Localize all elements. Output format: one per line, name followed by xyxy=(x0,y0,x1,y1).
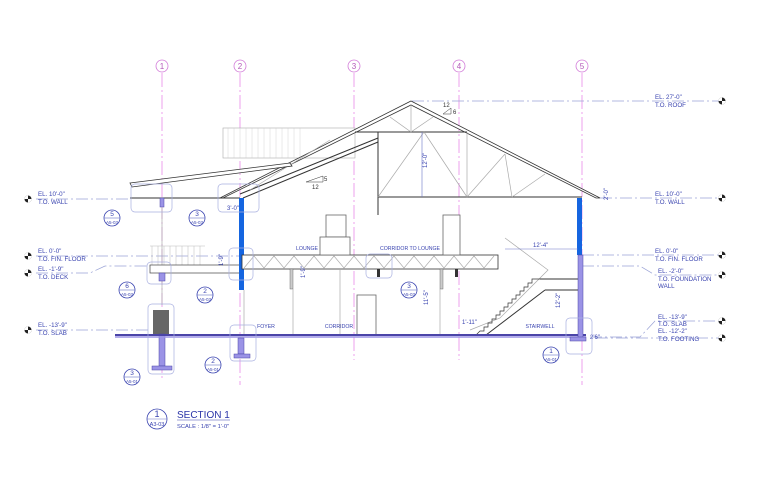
svg-text:A5-03: A5-03 xyxy=(106,220,119,225)
room-label-corridor: CORRIDOR xyxy=(325,324,353,330)
level-floor-left-el: EL. 0'-0" xyxy=(38,248,61,255)
level-marker-icon xyxy=(24,252,32,260)
svg-text:A5-03: A5-03 xyxy=(403,292,416,297)
svg-text:2'-0": 2'-0" xyxy=(604,188,610,200)
building-section xyxy=(115,100,601,371)
grid-lines xyxy=(161,73,583,385)
svg-text:A3-03: A3-03 xyxy=(150,422,165,428)
level-roof-el: EL. 27'-0" xyxy=(655,94,682,101)
detail-callout[interactable]: 2A5-01 xyxy=(204,356,222,374)
level-marker-icon xyxy=(718,317,726,325)
level-slab-left-el: EL. -13'-9" xyxy=(38,322,67,329)
svg-text:2: 2 xyxy=(238,62,243,71)
svg-text:1: 1 xyxy=(549,348,553,355)
room-label-foyer: FOYER xyxy=(257,324,275,330)
svg-text:A5-03: A5-03 xyxy=(121,292,134,297)
level-slab-left-name: T.O. SLAB xyxy=(38,330,67,337)
level-slab-right-name: T.O. SLAB xyxy=(658,321,687,328)
svg-text:6: 6 xyxy=(125,283,129,290)
svg-text:12'-0": 12'-0" xyxy=(423,153,429,168)
svg-text:3: 3 xyxy=(352,62,357,71)
grid-bubble-5[interactable]: 5 xyxy=(575,59,589,73)
svg-text:A5-01: A5-01 xyxy=(207,367,220,372)
level-marker-icon xyxy=(718,194,726,202)
svg-text:2: 2 xyxy=(203,288,207,295)
detail-callout[interactable]: 2A5-03 xyxy=(196,286,214,304)
svg-text:1'-9": 1'-9" xyxy=(301,266,307,278)
svg-text:2: 2 xyxy=(211,358,215,365)
detail-callout[interactable]: 3A5-01 xyxy=(123,368,141,386)
level-roof-name: T.O. ROOF xyxy=(655,102,686,109)
svg-text:1: 1 xyxy=(154,409,159,419)
svg-text:5: 5 xyxy=(324,177,328,183)
level-footing-name: T.O. FOOTING xyxy=(658,336,699,343)
svg-text:12: 12 xyxy=(312,185,319,191)
detail-callout[interactable]: 1A5-01 xyxy=(542,346,560,364)
dimensions: 12'-0" 3'-0" 2'-0" 12'-4" 1'-9" 11'-5" 1… xyxy=(219,132,610,341)
slope-symbol-lower: 5 12 xyxy=(305,175,328,191)
level-wall-right-el: EL. 10'-0" xyxy=(655,191,682,198)
room-label-corridor-to-lounge: CORRIDOR TO LOUNGE xyxy=(380,246,441,252)
svg-text:12'-4": 12'-4" xyxy=(533,243,548,249)
level-marker-icons xyxy=(24,97,726,342)
level-foundation-name: T.O. FOUNDATION xyxy=(658,276,712,283)
section-scale-text: SCALE : 1/8" = 1'-0" xyxy=(177,424,229,430)
level-marker-icon xyxy=(24,326,32,334)
level-marker-icon xyxy=(718,334,726,342)
slope-symbol-main: 12 6 xyxy=(442,103,457,116)
level-foundation-name2: WALL xyxy=(658,283,675,290)
grid-bubble-1[interactable]: 1 xyxy=(155,59,169,73)
grid-bubble-4[interactable]: 4 xyxy=(452,59,466,73)
svg-text:12'-2": 12'-2" xyxy=(556,293,562,308)
level-marker-icon xyxy=(718,251,726,259)
detail-callout[interactable]: 6A5-03 xyxy=(118,281,136,299)
level-floor-left-name: T.O. FIN. FLOOR xyxy=(38,256,86,263)
detail-callout[interactable]: 3A5-03 xyxy=(400,281,418,299)
grid-bubble-3[interactable]: 3 xyxy=(347,59,361,73)
level-labels: EL. 27'-0" T.O. ROOF EL. 10'-0" T.O. WAL… xyxy=(38,94,712,343)
level-marker-icon xyxy=(718,271,726,279)
level-marker-icon xyxy=(718,97,726,105)
svg-text:A5-03: A5-03 xyxy=(191,220,204,225)
svg-text:A5-01: A5-01 xyxy=(126,379,139,384)
level-marker-icon xyxy=(24,195,32,203)
svg-text:5: 5 xyxy=(580,62,585,71)
svg-text:3: 3 xyxy=(407,283,411,290)
detail-callout[interactable]: 5A5-03 xyxy=(103,209,121,227)
svg-text:3: 3 xyxy=(130,370,134,377)
svg-text:1'-11": 1'-11" xyxy=(462,320,477,326)
svg-text:12: 12 xyxy=(443,103,450,109)
level-deck-el: EL. -1'-9" xyxy=(38,266,63,273)
level-wall-left-name: T.O. WALL xyxy=(38,199,68,206)
level-floor-right-name: T.O. FIN. FLOOR xyxy=(655,256,703,263)
svg-text:A5-01: A5-01 xyxy=(545,357,558,362)
detail-boxes xyxy=(130,183,593,375)
svg-text:1: 1 xyxy=(160,62,165,71)
level-floor-right-el: EL. 0'-0" xyxy=(655,248,678,255)
svg-text:A5-03: A5-03 xyxy=(199,297,212,302)
level-lines xyxy=(36,100,720,339)
section-title[interactable]: 1 A3-03 SECTION 1 SCALE : 1/8" = 1'-0" xyxy=(146,408,230,430)
svg-text:5: 5 xyxy=(110,211,114,218)
level-wall-right-name: T.O. WALL xyxy=(655,199,685,206)
level-footing-el: EL. -12'-2" xyxy=(658,328,687,335)
svg-text:3: 3 xyxy=(195,211,199,218)
svg-text:4: 4 xyxy=(457,62,462,71)
level-foundation-el: EL. -2'-0" xyxy=(658,268,683,275)
svg-text:1'-9": 1'-9" xyxy=(219,254,225,266)
level-slab-right-el: EL. -13'-9" xyxy=(658,314,687,321)
detail-callout[interactable]: 3A5-03 xyxy=(188,209,206,227)
grid-bubble-2[interactable]: 2 xyxy=(233,59,247,73)
svg-text:3'-0": 3'-0" xyxy=(227,206,239,212)
level-wall-left-el: EL. 10'-0" xyxy=(38,191,65,198)
level-marker-icon xyxy=(24,269,32,277)
level-deck-name: T.O. DECK xyxy=(38,274,69,281)
svg-text:11'-5": 11'-5" xyxy=(424,290,430,305)
svg-text:6: 6 xyxy=(453,110,457,116)
room-label-lounge: LOUNGE xyxy=(296,246,318,252)
section-title-text: SECTION 1 xyxy=(177,410,230,421)
room-label-stairwell: STAIRWELL xyxy=(526,324,555,330)
svg-text:2'6": 2'6" xyxy=(590,335,600,341)
